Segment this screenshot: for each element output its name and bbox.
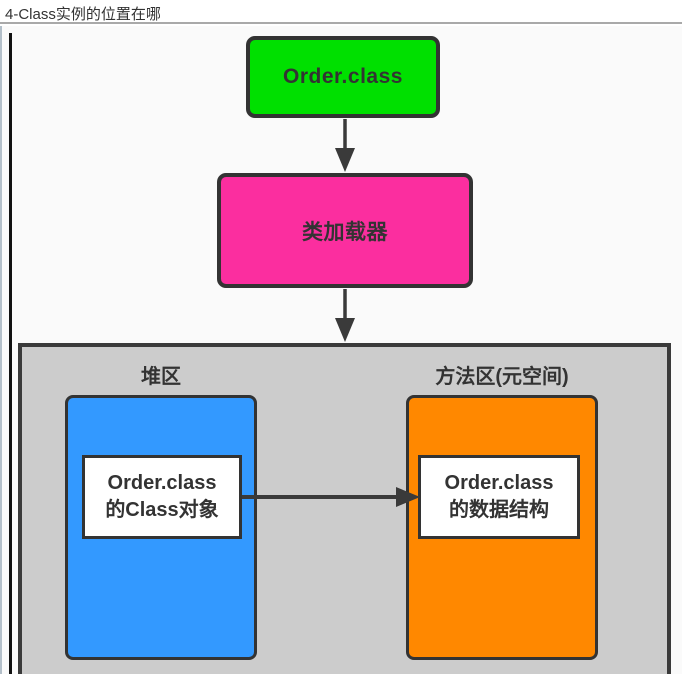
method-area-data-structure-box: Order.class 的数据结构 xyxy=(418,455,580,539)
page-title: 4-Class实例的位置在哪 xyxy=(5,6,161,23)
method-area-data-structure-line2: 的数据结构 xyxy=(449,499,549,521)
heap-class-object-line1: Order.class xyxy=(107,472,217,494)
heap-class-object-box: Order.class 的Class对象 xyxy=(82,455,242,539)
class-loader-node: 类加载器 xyxy=(217,173,473,288)
heap-region-label: 堆区 xyxy=(141,366,181,388)
class-loader-node-label: 类加载器 xyxy=(302,220,388,244)
method-area-region-label: 方法区(元空间) xyxy=(435,366,569,388)
heap-class-object-line2: 的Class对象 xyxy=(105,499,219,521)
block-caret-bar xyxy=(9,33,12,674)
method-area-data-structure-line1: Order.class xyxy=(444,472,554,494)
order-class-node-label: Order.class xyxy=(283,65,403,88)
document-header: 4-Class实例的位置在哪 xyxy=(0,0,682,24)
order-class-node: Order.class xyxy=(246,36,440,118)
